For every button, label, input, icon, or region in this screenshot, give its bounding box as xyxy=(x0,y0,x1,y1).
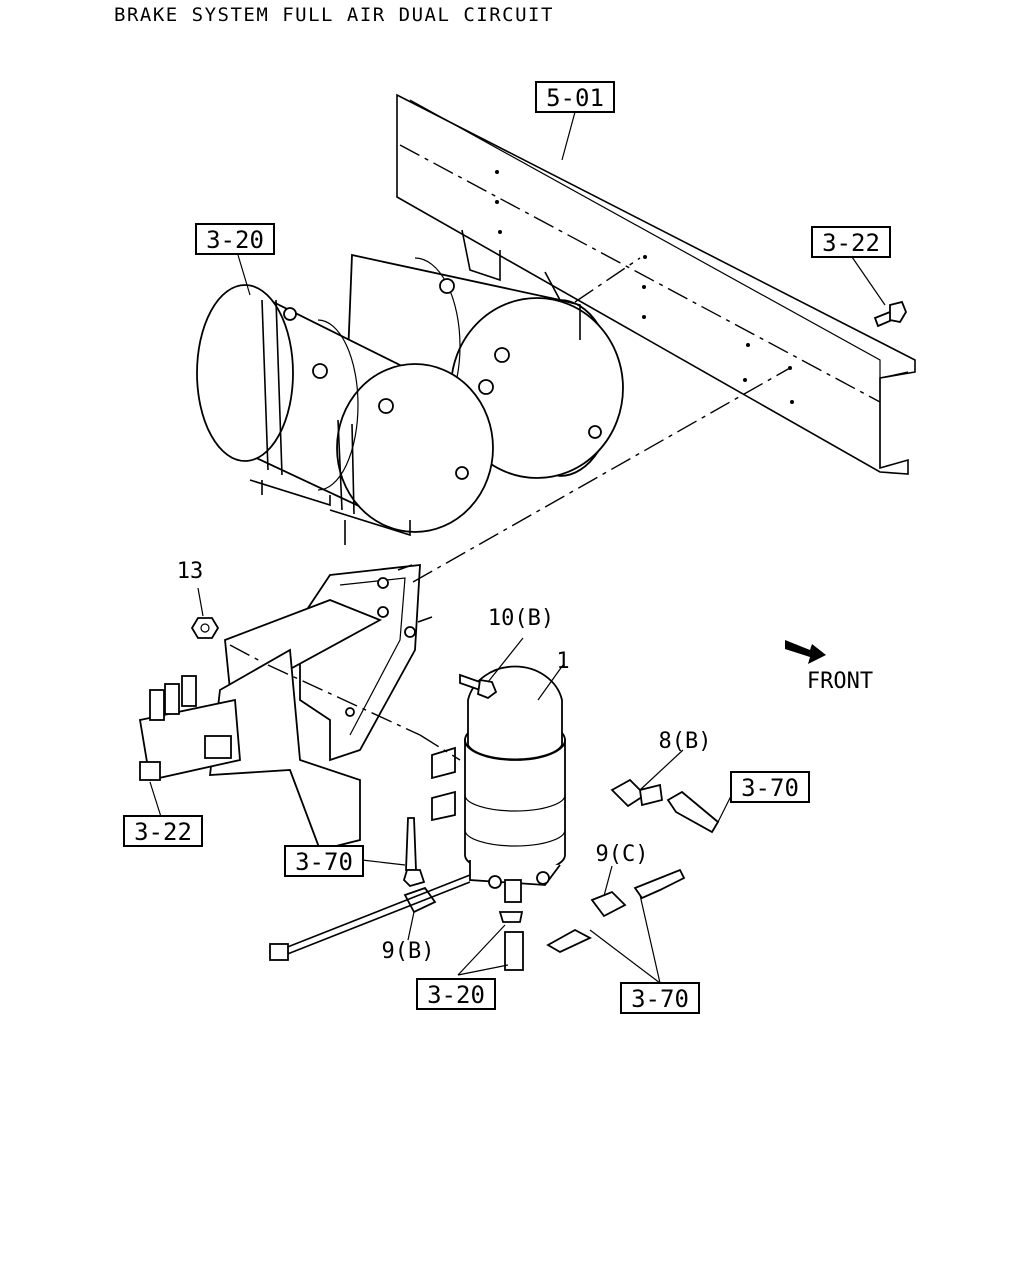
air-tanks xyxy=(196,229,624,545)
frame-rail xyxy=(396,93,916,475)
callout-pipe-ref-bottom-label: 3-70 xyxy=(631,985,689,1013)
callout-tank-ref[interactable]: 3-20 xyxy=(195,223,275,255)
callout-pipe-ref-right[interactable]: 3-70 xyxy=(730,771,810,803)
callout-valve-ref-label: 3-22 xyxy=(134,818,192,846)
leader-lines xyxy=(149,111,886,984)
front-label: FRONT xyxy=(807,669,873,694)
bolt-10b xyxy=(459,673,498,700)
part-number-dryer: 1 xyxy=(556,649,569,674)
callout-valve-ref[interactable]: 3-22 xyxy=(123,815,203,847)
nut-13 xyxy=(190,617,220,639)
elbow-8b xyxy=(610,778,720,834)
frame-bolt xyxy=(873,300,908,328)
part-number-connector-b: 9(B) xyxy=(382,939,435,964)
front-direction-arrow xyxy=(785,640,826,664)
callout-frame-ref-label: 5-01 xyxy=(546,84,604,112)
diagram-title: BRAKE SYSTEM FULL AIR DUAL CIRCUIT xyxy=(114,4,554,26)
air-dryer xyxy=(419,665,566,903)
callout-frame-ref[interactable]: 5-01 xyxy=(535,81,615,113)
part-number-connector-c: 9(C) xyxy=(596,842,649,867)
connector-9b xyxy=(269,817,471,961)
callout-drain-ref[interactable]: 3-20 xyxy=(416,978,496,1010)
callout-drain-ref-label: 3-20 xyxy=(427,981,485,1009)
drain-fittings xyxy=(498,911,524,971)
callout-pipe-ref-left[interactable]: 3-70 xyxy=(284,845,364,877)
callout-pipe-ref-bottom[interactable]: 3-70 xyxy=(620,982,700,1014)
part-number-elbow-b: 8(B) xyxy=(659,729,712,754)
callout-bolt-ref[interactable]: 3-22 xyxy=(811,226,891,258)
callout-pipe-ref-left-label: 3-70 xyxy=(295,848,353,876)
relay-valve-assembly xyxy=(138,675,241,782)
mounting-bracket xyxy=(208,563,433,852)
callout-bolt-ref-label: 3-22 xyxy=(822,229,880,257)
connector-9c xyxy=(546,868,686,954)
callout-tank-ref-label: 3-20 xyxy=(206,226,264,254)
part-number-bolt: 10(B) xyxy=(488,606,554,631)
part-number-nut: 13 xyxy=(177,559,204,584)
callout-pipe-ref-right-label: 3-70 xyxy=(741,774,799,802)
